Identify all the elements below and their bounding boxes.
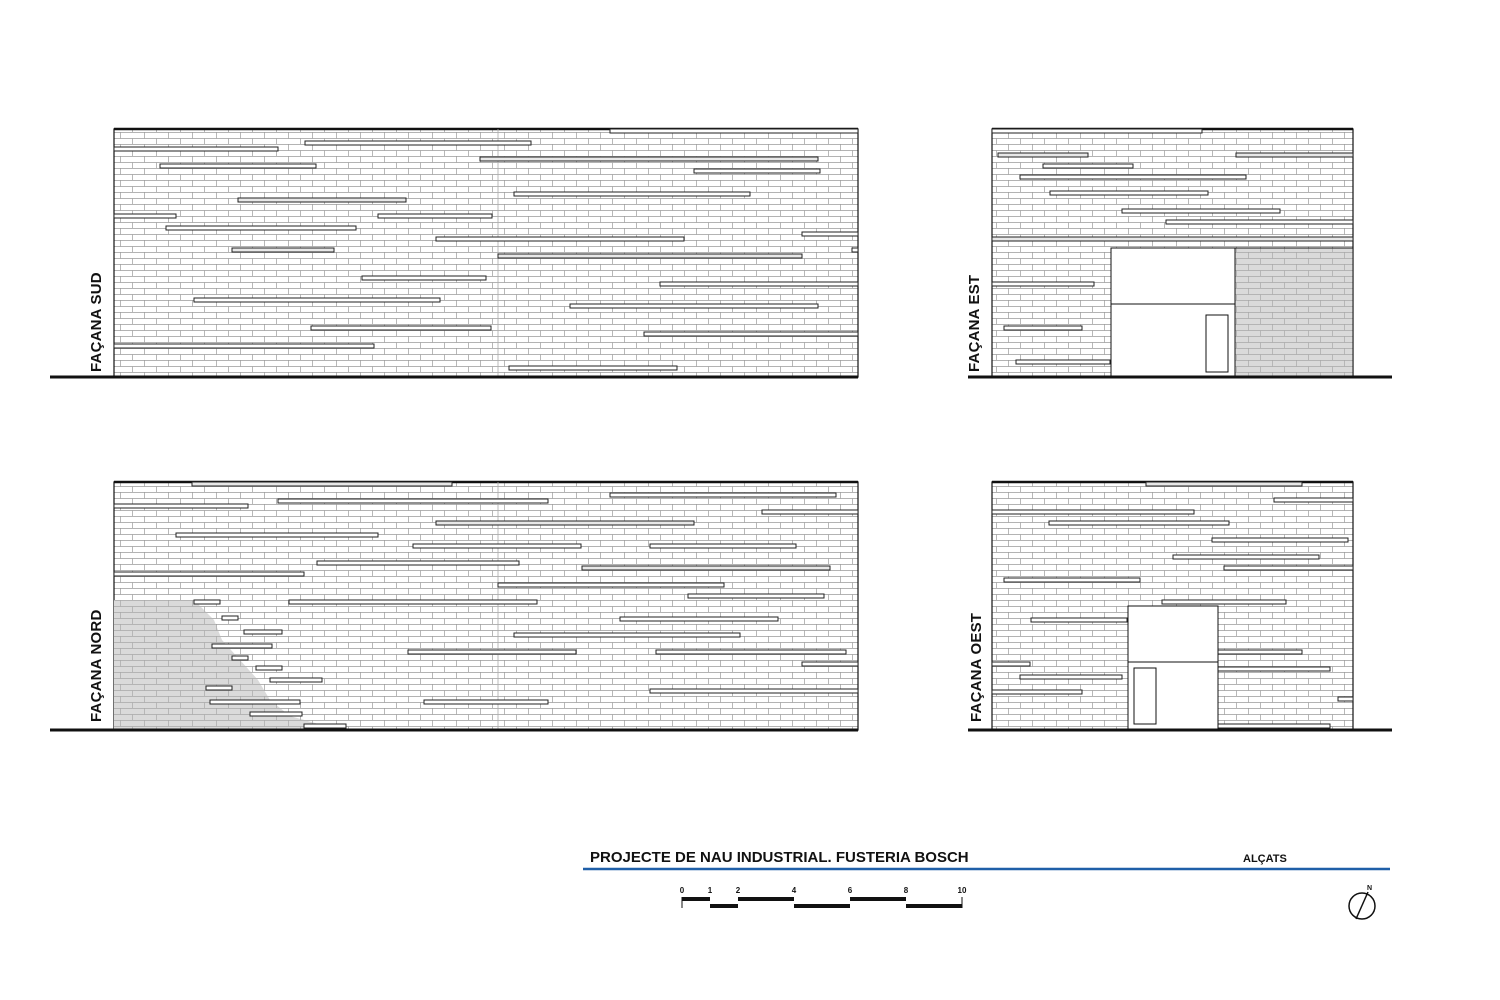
- facade-nord: [113, 480, 859, 731]
- access-door: [1133, 667, 1157, 725]
- facade-label-sud: FAÇANA SUD: [88, 272, 105, 372]
- scale-tick-label: 8: [903, 886, 909, 895]
- slot-windows: [991, 128, 1354, 365]
- large-door-opening: [1110, 247, 1236, 378]
- large-door-opening: [1127, 605, 1219, 731]
- shaded-wall-panel: [1234, 247, 1354, 378]
- access-door: [1205, 314, 1229, 373]
- facade-label-nord: FAÇANA NORD: [88, 609, 105, 722]
- scale-tick-label: 2: [735, 886, 741, 895]
- slot-windows: [113, 128, 859, 371]
- scale-bar: [681, 897, 963, 908]
- scale-tick-label: 6: [847, 886, 853, 895]
- sheet-name: ALÇATS: [1243, 853, 1287, 865]
- facade-label-oest: FAÇANA OEST: [968, 612, 985, 722]
- north-arrow-icon: [1348, 891, 1376, 920]
- facade-oest: [991, 480, 1354, 731]
- scale-tick-label: 0: [679, 886, 685, 895]
- shaded-wall-area: [114, 600, 340, 730]
- slot-windows: [113, 481, 859, 729]
- facade-est: [991, 127, 1354, 378]
- project-title: PROJECTE DE NAU INDUSTRIAL. FUSTERIA BOS…: [590, 849, 969, 866]
- scale-tick-label: 4: [791, 886, 797, 895]
- slot-windows: [991, 481, 1354, 729]
- scale-tick-label: 1: [707, 886, 713, 895]
- scale-tick-label: 10: [957, 886, 967, 895]
- facade-sud: [113, 127, 859, 378]
- facade-label-est: FAÇANA EST: [966, 274, 983, 372]
- north-letter: N: [1367, 885, 1373, 892]
